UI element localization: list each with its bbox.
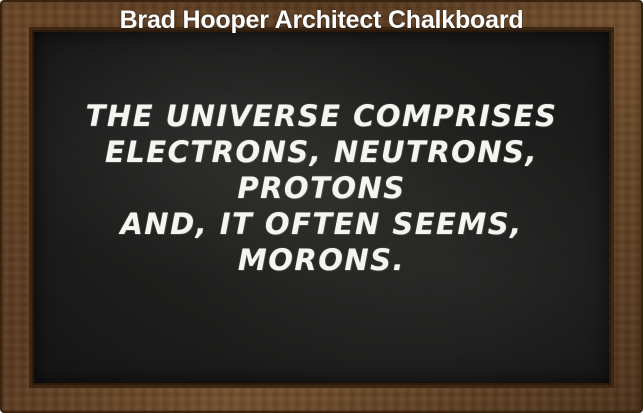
message-line: electrons, neutrons, [105,135,538,169]
message-line: and, it often seems, [120,207,523,241]
message-line: morons. [237,243,406,277]
message-line: The universe comprises [85,99,558,133]
page-title: Brad Hooper Architect Chalkboard [119,6,524,34]
chalkboard [32,30,611,385]
message-line: protons [237,171,406,205]
chalk-message: The universe comprises electrons, neutro… [32,98,611,278]
